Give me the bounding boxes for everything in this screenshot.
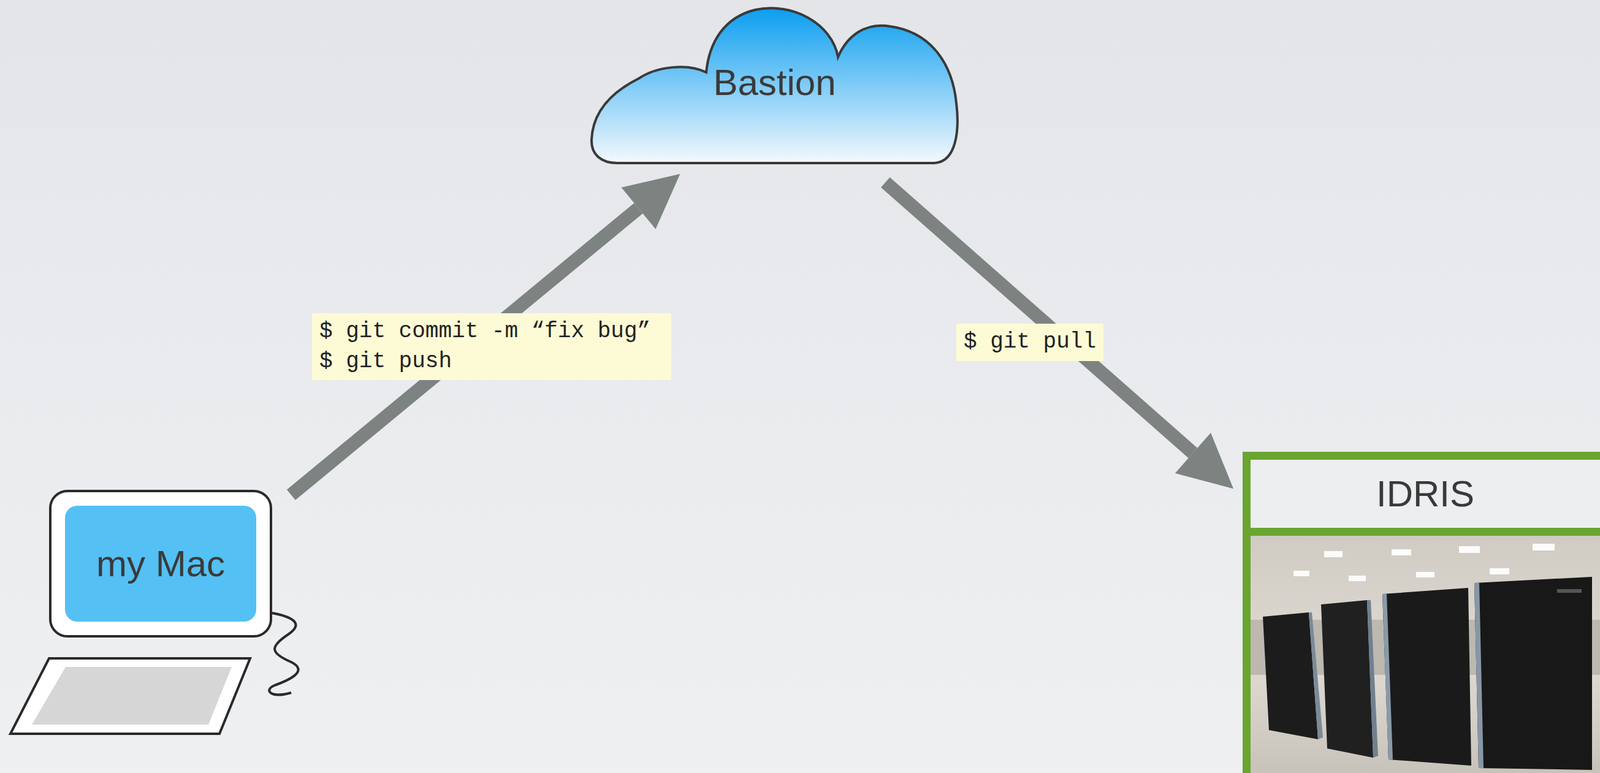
site-header: IDRIS xyxy=(1250,459,1600,536)
site-box: IDRIS xyxy=(1242,451,1600,773)
laptop-display: my Mac xyxy=(64,505,257,622)
cloud-node: Bastion xyxy=(589,4,960,167)
laptop-illustration xyxy=(0,0,430,773)
laptop-cable xyxy=(269,613,298,695)
laptop-keyboard xyxy=(10,658,251,734)
node-label: Bastion xyxy=(712,61,836,104)
node-label: IDRIS xyxy=(1376,472,1475,515)
node-label: my Mac xyxy=(96,542,225,585)
arrow-shaft xyxy=(885,182,1193,454)
command-label: $ git commit -m “fix bug” $ git push xyxy=(312,313,672,381)
laptop-keys xyxy=(31,666,232,725)
laptop-screen: my Mac xyxy=(49,489,273,638)
cloud-shape xyxy=(591,7,958,164)
supercomputer-photo xyxy=(1250,527,1600,773)
command-label: $ git pull xyxy=(956,323,1104,362)
